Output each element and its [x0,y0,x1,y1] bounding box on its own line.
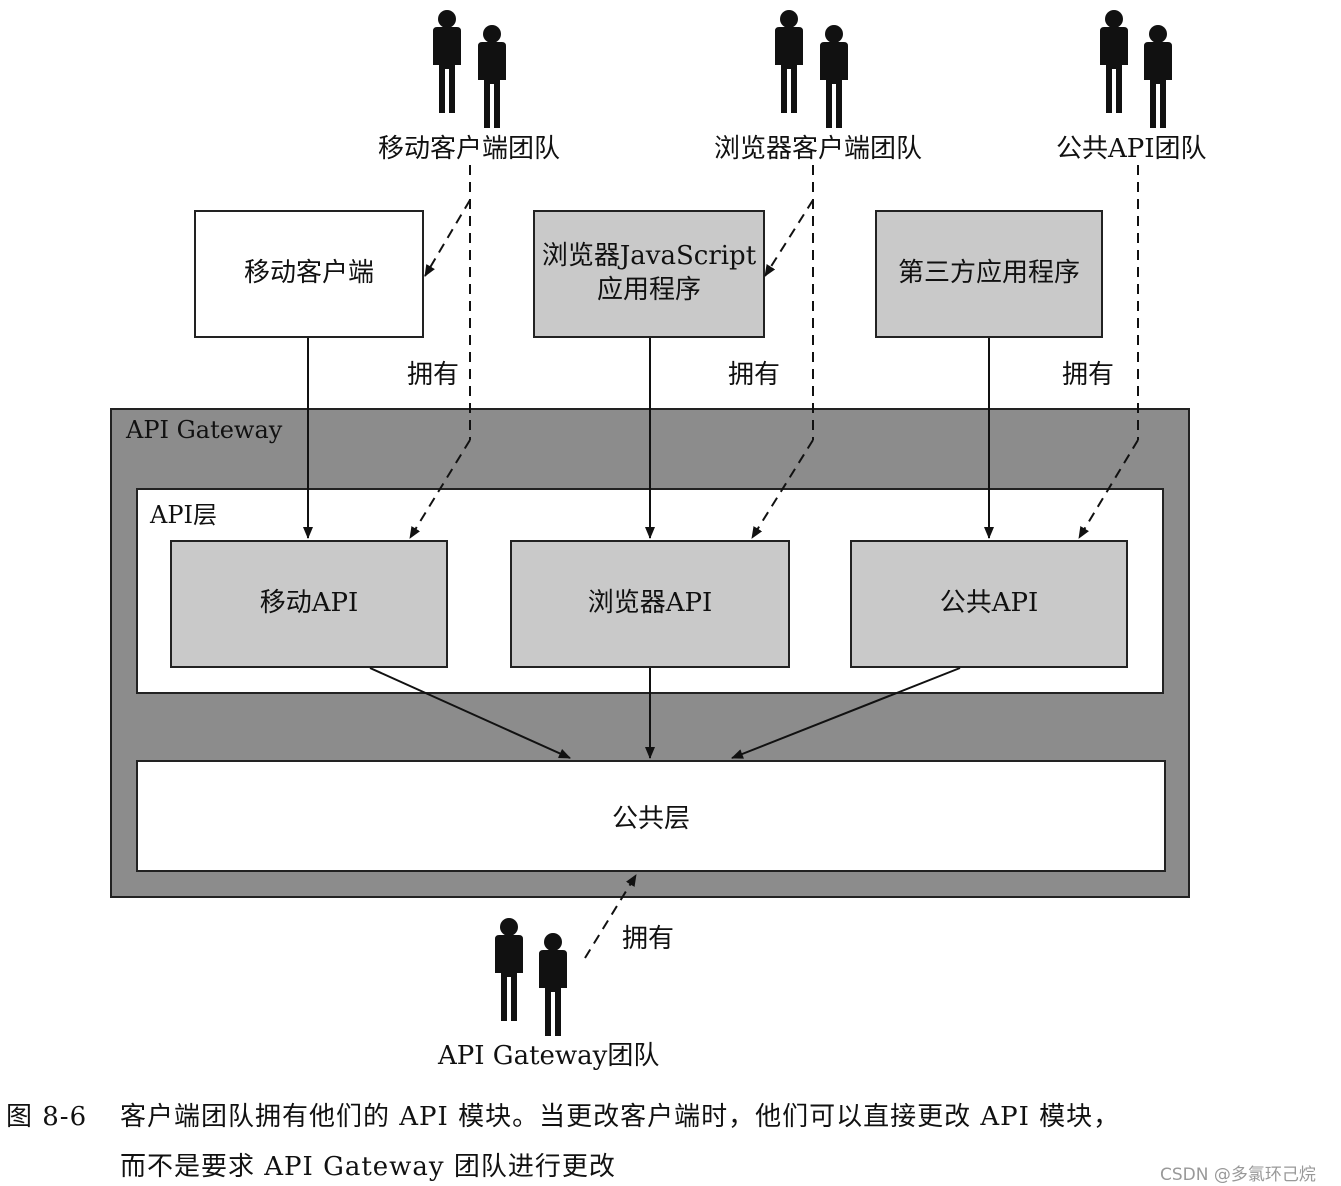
common-layer-label: 公共层 [611,803,690,834]
gateway-team-label: API Gateway团队 [438,1041,660,1071]
browser-api-box: 浏览器API [510,540,790,668]
mobile-api-label: 移动API [259,588,359,619]
public-api-label: 公共API [939,588,1039,619]
watermark: CSDN @多氯环己烷 [1160,1165,1316,1185]
api-layer-label: API层 [150,501,217,529]
figure-number: 图 8-6 [6,1102,88,1132]
caption-line-1: 客户端团队拥有他们的 API 模块。当更改客户端时，他们可以直接更改 API 模… [120,1102,1121,1132]
browser-client-label: 浏览器JavaScript 应用程序 [541,241,757,305]
people-icon [1100,10,1172,128]
owns-label-mobile: 拥有 [407,360,460,390]
people-icon [775,10,848,128]
people-icon [433,10,506,128]
caption-line-2: 而不是要求 API Gateway 团队进行更改 [120,1152,616,1182]
browser-client-box: 浏览器JavaScript 应用程序 [533,210,765,338]
owns-label-public: 拥有 [1062,360,1115,390]
people-icon [495,918,567,1036]
public-api-box: 公共API [850,540,1128,668]
mobile-api-box: 移动API [170,540,448,668]
api-gateway-title: API Gateway [126,416,283,444]
mobile-client-box: 移动客户端 [194,210,424,338]
owns-label-browser: 拥有 [728,360,781,390]
third-party-client-label: 第三方应用程序 [897,258,1080,289]
browser-api-label: 浏览器API [587,588,713,619]
browser-team-label: 浏览器客户端团队 [714,134,923,164]
owns-label-gateway: 拥有 [622,924,675,954]
common-layer-panel: 公共层 [136,760,1166,872]
public-team-label: 公共API团队 [1056,134,1207,164]
mobile-client-label: 移动客户端 [243,258,374,289]
mobile-team-label: 移动客户端团队 [378,134,561,164]
third-party-client-box: 第三方应用程序 [875,210,1103,338]
